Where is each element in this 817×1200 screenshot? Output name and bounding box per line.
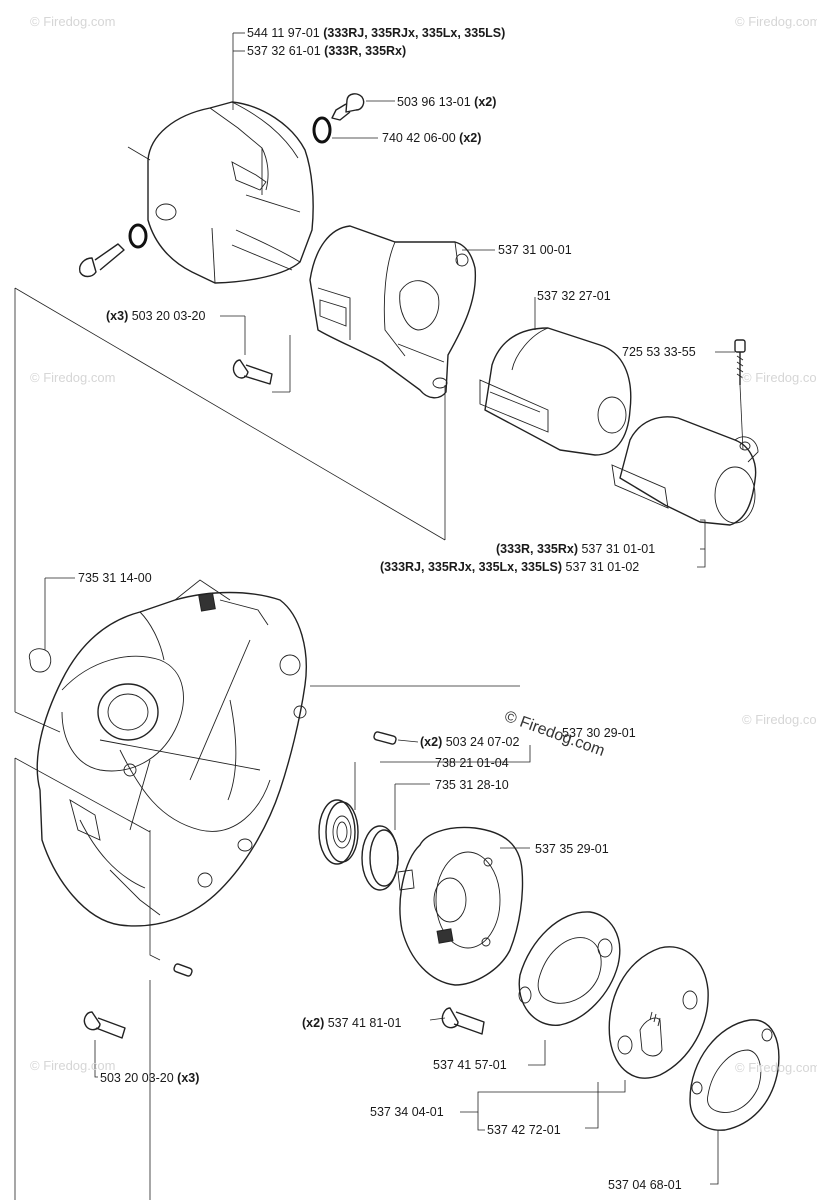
pin-lower-part	[173, 963, 193, 977]
crankcase-part	[36, 579, 307, 927]
seal-ring-part	[361, 825, 399, 891]
label-537-32-27-01: 537 32 27-01	[537, 289, 611, 303]
cylinder-cover-part	[127, 101, 314, 284]
part-number: 738 21 01-04	[435, 756, 509, 770]
part-number: 537 32 27-01	[537, 289, 611, 303]
watermark: © Firedog.com	[30, 14, 116, 29]
label-537-34-04-01: 537 34 04-01	[370, 1105, 444, 1119]
bolt-lower-part	[83, 1011, 126, 1039]
watermark: © Firedog.com	[30, 1058, 116, 1073]
label-537-41-57-01: 537 41 57-01	[433, 1058, 507, 1072]
part-number: 537 35 29-01	[535, 842, 609, 856]
label-735-31-28-10: 735 31 28-10	[435, 778, 509, 792]
part-number: 537 31 01-02	[565, 560, 640, 574]
sleeve-part	[479, 327, 632, 456]
part-number: 503 96 13-01	[397, 95, 471, 109]
clutch-shoes-part	[608, 946, 709, 1079]
label-503-24-07-02: (x2) 503 24 07-02	[420, 735, 519, 749]
label-537-35-29-01: 537 35 29-01	[535, 842, 609, 856]
label-503-20-03-20-lower: 503 20 03-20 (x3)	[100, 1071, 199, 1085]
label-537-31-01-02: (333RJ, 335RJx, 335Lx, 335LS) 537 31 01-…	[380, 560, 639, 574]
part-number: 503 20 03-20	[100, 1071, 174, 1085]
label-725-53-33-55: 725 53 33-55	[622, 345, 696, 359]
part-note: (x2)	[459, 131, 482, 145]
part-number: 537 41 81-01	[327, 1016, 402, 1030]
part-note: (x2)	[474, 95, 497, 109]
part-note: (x3)	[106, 309, 129, 323]
label-537-31-01-01: (333R, 335Rx) 537 31 01-01	[496, 542, 655, 556]
leader-lines	[44, 32, 735, 1185]
part-number: 537 32 61-01	[247, 44, 321, 58]
label-537-30-29-01: 537 30 29-01	[562, 726, 636, 740]
part-number: 544 11 97-01	[247, 26, 320, 40]
circlip-part	[28, 648, 52, 673]
label-735-31-14-00: 735 31 14-00	[78, 571, 152, 585]
washer-plate-part	[689, 1019, 780, 1131]
o-ring-left	[128, 223, 148, 249]
label-738-21-01-04: 738 21 01-04	[435, 756, 509, 770]
part-note: (333RJ, 335RJx, 335Lx, 335LS)	[323, 26, 506, 40]
bearing-part	[318, 799, 359, 865]
part-number: 537 31 01-01	[581, 542, 656, 556]
top-screw-part	[331, 93, 365, 121]
part-note: (333R, 335Rx)	[496, 542, 578, 556]
pin-part	[373, 731, 397, 745]
label-544-11-97-01: 544 11 97-01 (333RJ, 335RJx, 335Lx, 335L…	[247, 26, 505, 40]
part-number: 537 42 72-01	[487, 1123, 561, 1137]
cylinder-clamp-part	[611, 416, 759, 526]
part-number: 503 24 07-02	[445, 735, 520, 749]
part-number: 537 41 57-01	[433, 1058, 507, 1072]
part-number: 537 31 00-01	[498, 243, 572, 257]
part-number: 537 04 68-01	[608, 1178, 682, 1192]
label-537-42-72-01: 537 42 72-01	[487, 1123, 561, 1137]
label-503-20-03-20-upper: (x3) 503 20 03-20	[106, 309, 205, 323]
part-note: (333R, 335Rx)	[324, 44, 407, 58]
part-note: (x2)	[302, 1016, 325, 1030]
watermark: © Firedog.com	[30, 370, 116, 385]
bolt-upper-part	[232, 359, 273, 385]
watermark: © Firedog.com	[742, 712, 817, 727]
watermark: © Firedog.com	[742, 370, 817, 385]
socket-screw-part	[734, 339, 746, 451]
watermark: © Firedog.com	[735, 1060, 817, 1075]
shoulder-bolt-part	[441, 1007, 485, 1035]
label-740-42-06-00: 740 42 06-00 (x2)	[382, 131, 481, 145]
clutch-drum-part	[397, 826, 524, 986]
o-ring-top	[312, 116, 332, 144]
part-note: (x3)	[177, 1071, 200, 1085]
cylinder-part	[309, 225, 477, 399]
part-number: 740 42 06-00	[382, 131, 456, 145]
left-screw-part	[78, 243, 125, 278]
label-537-41-81-01: (x2) 537 41 81-01	[302, 1016, 401, 1030]
part-number: 735 31 14-00	[78, 571, 152, 585]
part-note: (x2)	[420, 735, 443, 749]
part-number: 537 30 29-01	[562, 726, 636, 740]
part-number: 503 20 03-20	[131, 309, 206, 323]
label-537-04-68-01: 537 04 68-01	[608, 1178, 682, 1192]
label-503-96-13-01: 503 96 13-01 (x2)	[397, 95, 496, 109]
label-537-32-61-01: 537 32 61-01 (333R, 335Rx)	[247, 44, 406, 58]
gasket-part	[518, 911, 621, 1026]
part-note: (333RJ, 335RJx, 335Lx, 335LS)	[380, 560, 563, 574]
part-number: 725 53 33-55	[622, 345, 696, 359]
label-537-31-00-01: 537 31 00-01	[498, 243, 572, 257]
watermark: © Firedog.com	[735, 14, 817, 29]
part-number: 735 31 28-10	[435, 778, 509, 792]
part-number: 537 34 04-01	[370, 1105, 444, 1119]
frame-lines	[14, 287, 446, 1200]
